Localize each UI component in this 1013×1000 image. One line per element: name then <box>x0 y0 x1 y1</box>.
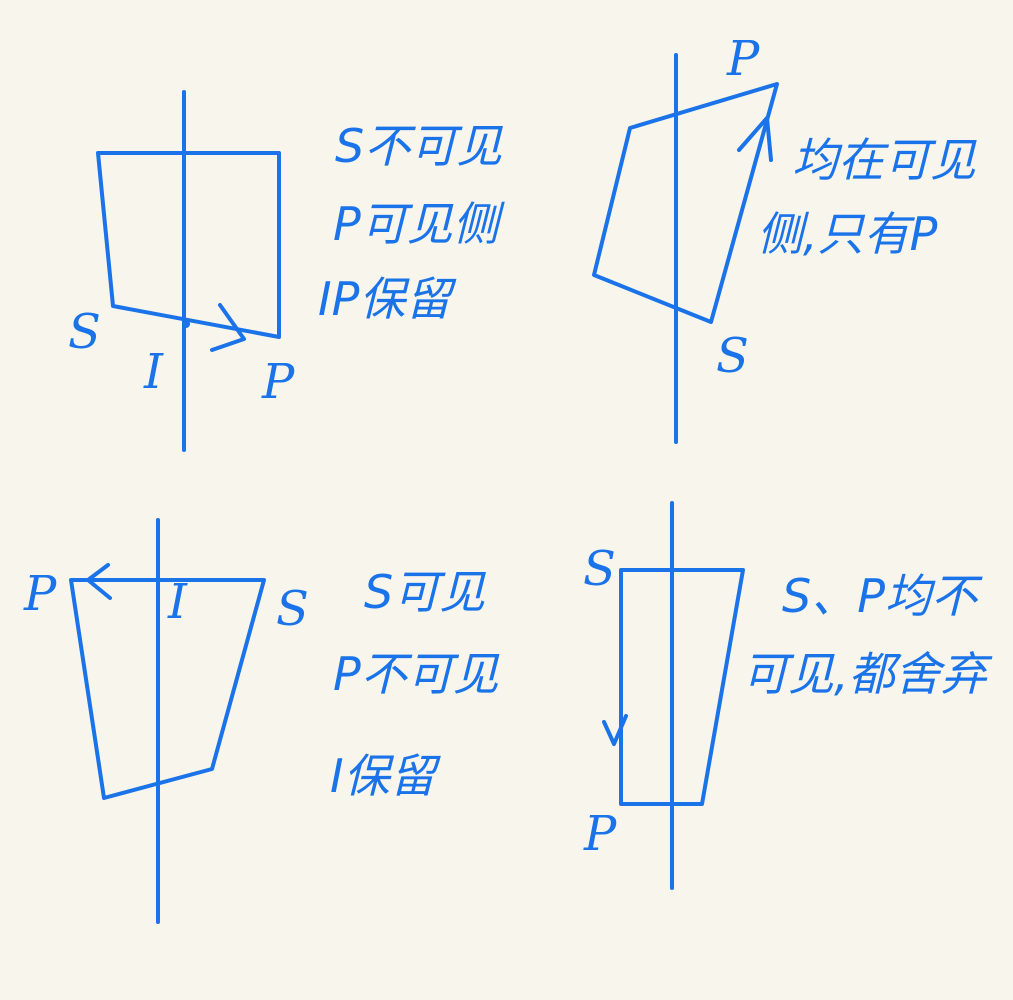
note-line-1: S、P均不 <box>782 569 983 623</box>
note-line-1: 均在可见 <box>792 133 977 187</box>
direction-arrow <box>737 116 773 162</box>
label-p: P <box>583 806 617 862</box>
label-p: P <box>23 566 57 622</box>
note-line-1: S不可见 <box>335 119 503 173</box>
note-line-3: IP保留 <box>318 272 457 326</box>
note-line-2: 可见,都舍弃 <box>742 647 993 701</box>
note-line-3: I保留 <box>330 749 442 803</box>
label-s: S <box>716 328 749 384</box>
case-1: S P I S不可见 P可见侧 IP保留 <box>68 90 506 452</box>
label-p: P <box>261 354 295 410</box>
note-line-2: P可见侧 <box>333 197 506 251</box>
intersection-point <box>182 320 190 328</box>
label-i: I <box>167 574 188 630</box>
note-line-2: 侧,只有P <box>757 207 938 261</box>
direction-arrow <box>210 303 246 352</box>
case-4: S P S、P均不 可见,都舍弃 <box>583 501 993 890</box>
label-s: S <box>583 541 616 597</box>
polygon-shape <box>96 151 281 339</box>
label-s: S <box>68 304 101 360</box>
polygon-shape <box>619 568 745 806</box>
case-3: P S I S可见 P不可见 I保留 <box>23 518 500 924</box>
label-s: S <box>276 581 309 637</box>
case-2: P S 均在可见 侧,只有P <box>592 31 977 444</box>
note-line-2: P不可见 <box>333 647 500 701</box>
label-i: I <box>143 344 164 400</box>
polygon-shape <box>69 578 266 800</box>
label-p: P <box>726 31 760 87</box>
note-line-1: S可见 <box>364 565 486 619</box>
direction-arrow <box>602 714 628 746</box>
polygon-shape <box>592 82 779 324</box>
direction-arrow <box>86 563 112 600</box>
